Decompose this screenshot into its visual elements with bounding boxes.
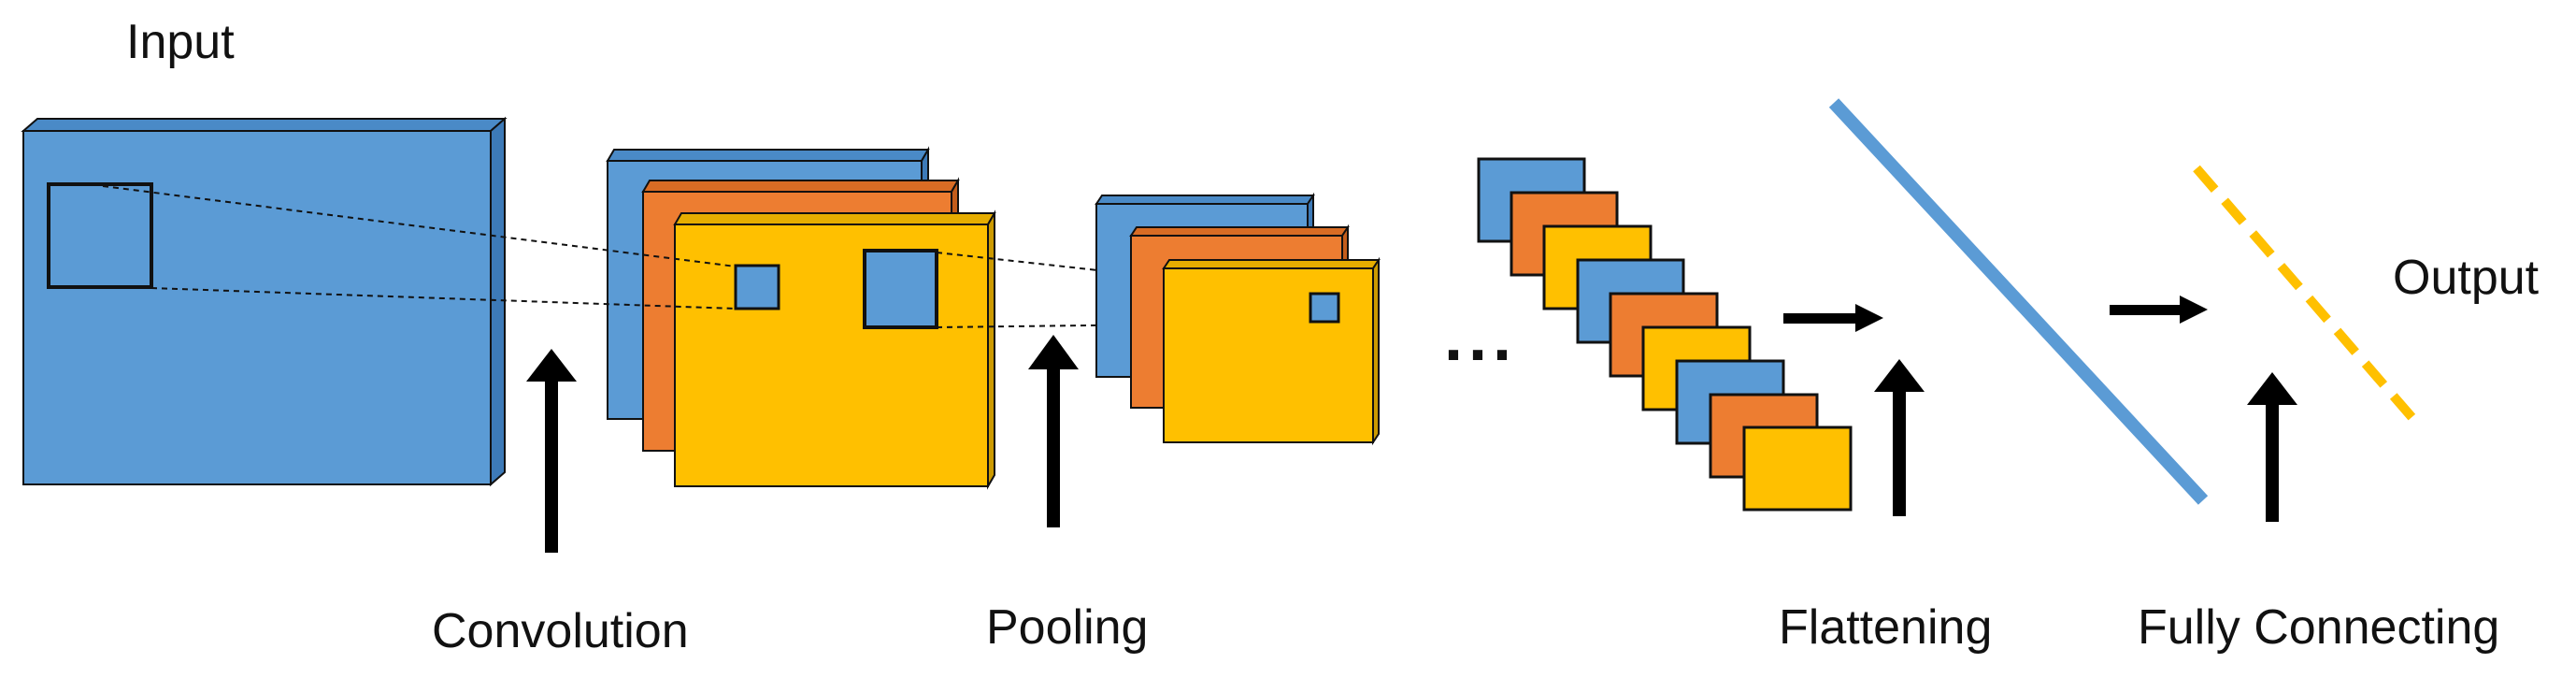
pooled-output-cell [1309, 292, 1340, 324]
flat-map-9 [1742, 426, 1853, 512]
flattening-arrow [1874, 359, 1925, 516]
input-block [21, 116, 508, 487]
fully-connecting-label: Fully Connecting [2138, 600, 2499, 655]
conv-map-yellow [673, 209, 996, 490]
convolution-arrow [526, 349, 577, 553]
flow-arrows [1783, 296, 2208, 332]
input-block-top [21, 118, 508, 132]
convolution-label: Convolution [432, 604, 689, 658]
output-label: Output [2393, 251, 2540, 305]
pool-map-yellow [1162, 256, 1381, 446]
pool-feature-maps [1095, 192, 1381, 446]
flow-arrow-to-flatten [1783, 304, 1883, 332]
input-label: Input [126, 15, 235, 69]
flattened-vector [1828, 98, 2209, 505]
pooling-label: Pooling [986, 600, 1148, 655]
input-block-side [490, 116, 506, 487]
ellipsis-label: ... [1444, 300, 1517, 375]
conv-output-cell [734, 264, 780, 310]
fully-connecting-arrow [2247, 372, 2297, 522]
conv-feature-maps [606, 146, 996, 490]
operation-arrows [526, 335, 2297, 553]
flattening-label: Flattening [1779, 600, 1992, 655]
pooling-arrow [1028, 335, 1079, 527]
flow-arrow-to-fc [2110, 296, 2208, 324]
output-vector [2193, 165, 2423, 429]
pool-window [863, 249, 938, 329]
input-receptive-window [47, 182, 153, 289]
flattened-maps-stack [1477, 157, 1853, 512]
